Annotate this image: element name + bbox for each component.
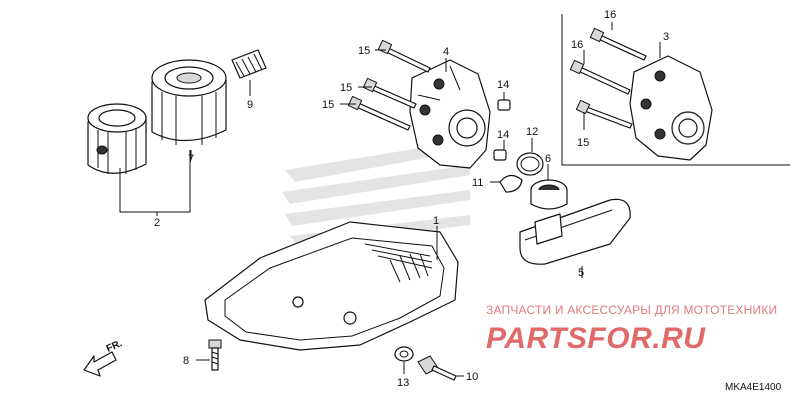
oil-pan[interactable] bbox=[204, 221, 459, 351]
oil-pump-variant[interactable] bbox=[629, 55, 713, 161]
callout-9: 9 bbox=[247, 99, 253, 111]
callout-5: 5 bbox=[578, 267, 584, 279]
oil-seal[interactable] bbox=[530, 179, 568, 210]
callout-16a: 16 bbox=[604, 9, 616, 21]
dowel-pins[interactable] bbox=[493, 99, 511, 161]
watermark-brand: PARTSFOR.RU bbox=[486, 322, 706, 355]
callout-2: 2 bbox=[154, 217, 160, 229]
front-arrow-label: FR. bbox=[105, 338, 124, 355]
callout-1: 1 bbox=[433, 215, 439, 227]
callout-6: 6 bbox=[545, 153, 551, 165]
inset-box bbox=[561, 14, 790, 166]
oil-filter[interactable] bbox=[87, 103, 147, 174]
o-rings[interactable] bbox=[499, 152, 544, 193]
callout-14b: 14 bbox=[497, 129, 509, 141]
callout-8: 8 bbox=[183, 355, 189, 367]
drain-bolt[interactable] bbox=[208, 339, 222, 371]
watermark-subtitle: ЗАПЧАСТИ И АКСЕССУАРЫ ДЛЯ МОТОТЕХНИКИ bbox=[486, 303, 777, 317]
oil-filter-stud[interactable] bbox=[231, 49, 267, 79]
oil-pump[interactable] bbox=[409, 59, 491, 169]
callout-15d: 15 bbox=[577, 137, 589, 149]
sealing-washer[interactable] bbox=[394, 346, 414, 362]
oil-strainer[interactable] bbox=[519, 198, 631, 265]
diagram-code: MKA4E1400 bbox=[725, 382, 782, 393]
oil-filter-canister[interactable] bbox=[151, 59, 227, 145]
callout-15c: 15 bbox=[322, 99, 334, 111]
callout-4: 4 bbox=[443, 46, 449, 58]
callout-15b: 15 bbox=[340, 82, 352, 94]
callout-numbers: 1 2 3 4 5 6 7 8 9 10 11 12 13 14 14 15 1… bbox=[154, 9, 669, 389]
flange-bolts[interactable] bbox=[347, 27, 647, 131]
front-arrow-icon: FR. bbox=[83, 338, 124, 377]
drain-plug-bolt[interactable] bbox=[417, 355, 457, 381]
callout-15a: 15 bbox=[358, 45, 370, 57]
callout-14a: 14 bbox=[497, 79, 509, 91]
callout-16b: 16 bbox=[571, 39, 583, 51]
callout-13: 13 bbox=[397, 377, 409, 389]
callout-11: 11 bbox=[472, 177, 483, 189]
leader-lines bbox=[119, 22, 661, 377]
callout-7: 7 bbox=[188, 153, 194, 165]
callout-12: 12 bbox=[526, 126, 538, 138]
callout-3: 3 bbox=[663, 31, 669, 43]
callout-10: 10 bbox=[466, 371, 478, 383]
